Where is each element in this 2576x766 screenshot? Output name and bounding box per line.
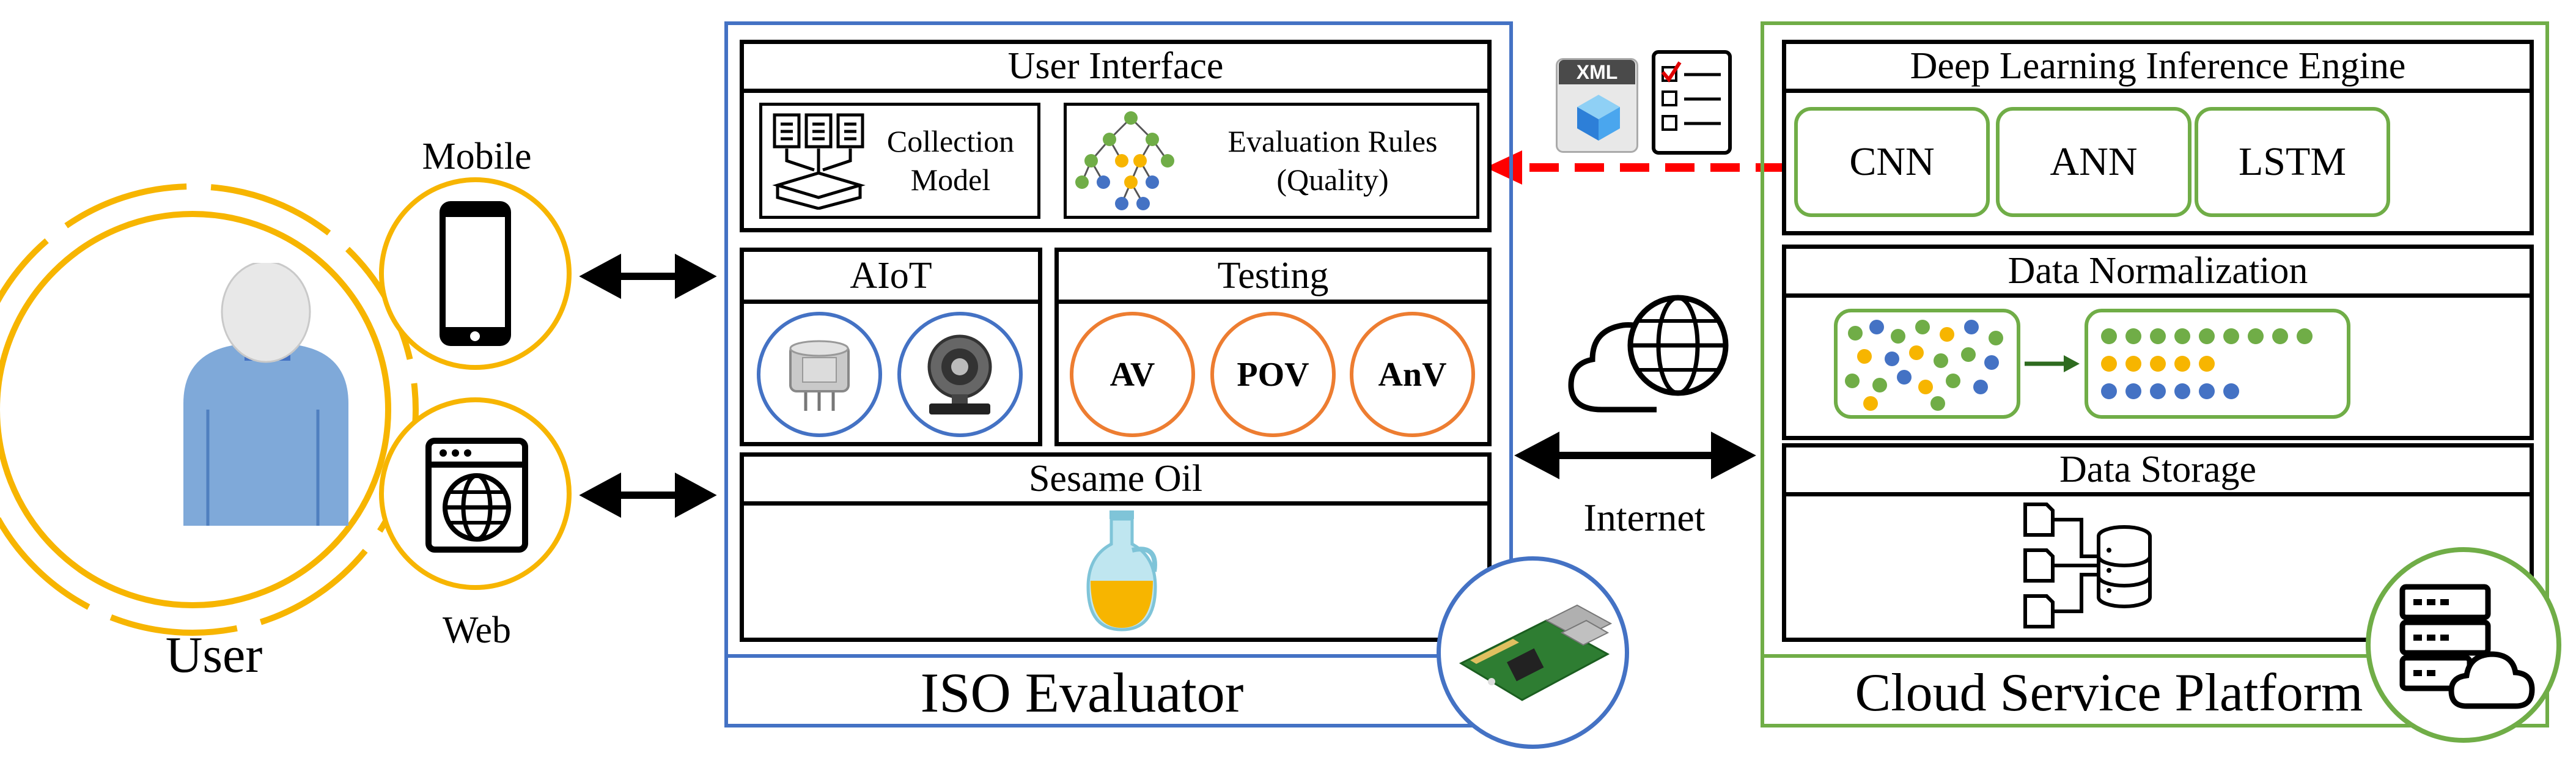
aiot-title: AIoT xyxy=(744,252,1038,304)
web-browser-icon xyxy=(425,438,528,553)
user-avatar-icon xyxy=(183,263,348,526)
data-normalization-title: Data Normalization xyxy=(1786,249,2530,298)
user-label: User xyxy=(165,627,263,683)
collection-model-label-line1: Collection xyxy=(886,124,1015,158)
oil-bottle-icon xyxy=(1086,510,1157,632)
data-storage-title: Data Storage xyxy=(1786,447,2530,496)
internet-arrow xyxy=(1514,432,1756,479)
test-anv[interactable]: AnV xyxy=(1350,312,1475,437)
evaluation-rules-label-line1: Evaluation Rules xyxy=(1227,124,1438,158)
decision-tree-icon xyxy=(1075,111,1174,210)
test-pov[interactable]: POV xyxy=(1210,312,1336,437)
cloud-platform-panel xyxy=(1761,21,2549,727)
internet-label: Internet xyxy=(1583,496,1706,539)
model-lstm[interactable]: LSTM xyxy=(2195,107,2390,217)
sesame-oil-title: Sesame Oil xyxy=(744,457,1487,506)
web-label: Web xyxy=(442,609,512,651)
iso-evaluator-title: ISO Evaluator xyxy=(724,654,1513,727)
raw-data-points xyxy=(1845,320,2003,411)
dl-engine-title: Deep Learning Inference Engine xyxy=(1786,44,2530,93)
testing-title: Testing xyxy=(1059,252,1487,304)
xml-file-label: XML xyxy=(1559,60,1635,84)
webcam-icon xyxy=(927,334,992,414)
web-arrow xyxy=(579,472,717,518)
collection-model-label-line2: Model xyxy=(910,162,991,197)
user-interface-title: User Interface xyxy=(744,44,1487,93)
iso-evaluator-panel xyxy=(724,21,1513,727)
model-cnn[interactable]: CNN xyxy=(1794,107,1990,217)
normalize-arrow-icon xyxy=(2025,355,2080,372)
test-av[interactable]: AV xyxy=(1070,312,1195,437)
user-inner-ring xyxy=(0,211,391,608)
gas-sensor-node[interactable] xyxy=(757,312,882,437)
model-ann[interactable]: ANN xyxy=(1996,107,2191,217)
model-deploy-arrow xyxy=(1485,150,1785,185)
raspberry-pi-node[interactable] xyxy=(1437,556,1629,749)
mobile-label: Mobile xyxy=(422,136,532,177)
collection-model-box[interactable] xyxy=(759,103,1040,219)
collection-model-icon xyxy=(772,113,866,210)
cloud-internet-icon xyxy=(1568,295,1729,413)
collection-model-label: Collection Model xyxy=(871,122,1030,199)
mobile-arrow xyxy=(579,253,717,300)
data-storage-box: Data Storage xyxy=(1782,443,2534,642)
cloud-server-icon xyxy=(2399,584,2535,709)
user-outer-ring xyxy=(0,183,419,636)
smartphone-icon xyxy=(440,201,511,346)
xml-cube-icon xyxy=(1577,95,1620,141)
checklist-icon xyxy=(1652,50,1732,155)
gas-sensor-icon xyxy=(789,340,850,411)
normalized-data-points xyxy=(2101,328,2313,399)
database-storage-icon xyxy=(2023,503,2152,628)
cloud-platform-title: Cloud Service Platform xyxy=(1761,654,2549,727)
evaluation-rules-label-line2: (Quality) xyxy=(1276,162,1389,197)
evaluation-rules-label: Evaluation Rules (Quality) xyxy=(1198,122,1467,199)
raspberry-pi-board-icon xyxy=(1459,604,1613,701)
